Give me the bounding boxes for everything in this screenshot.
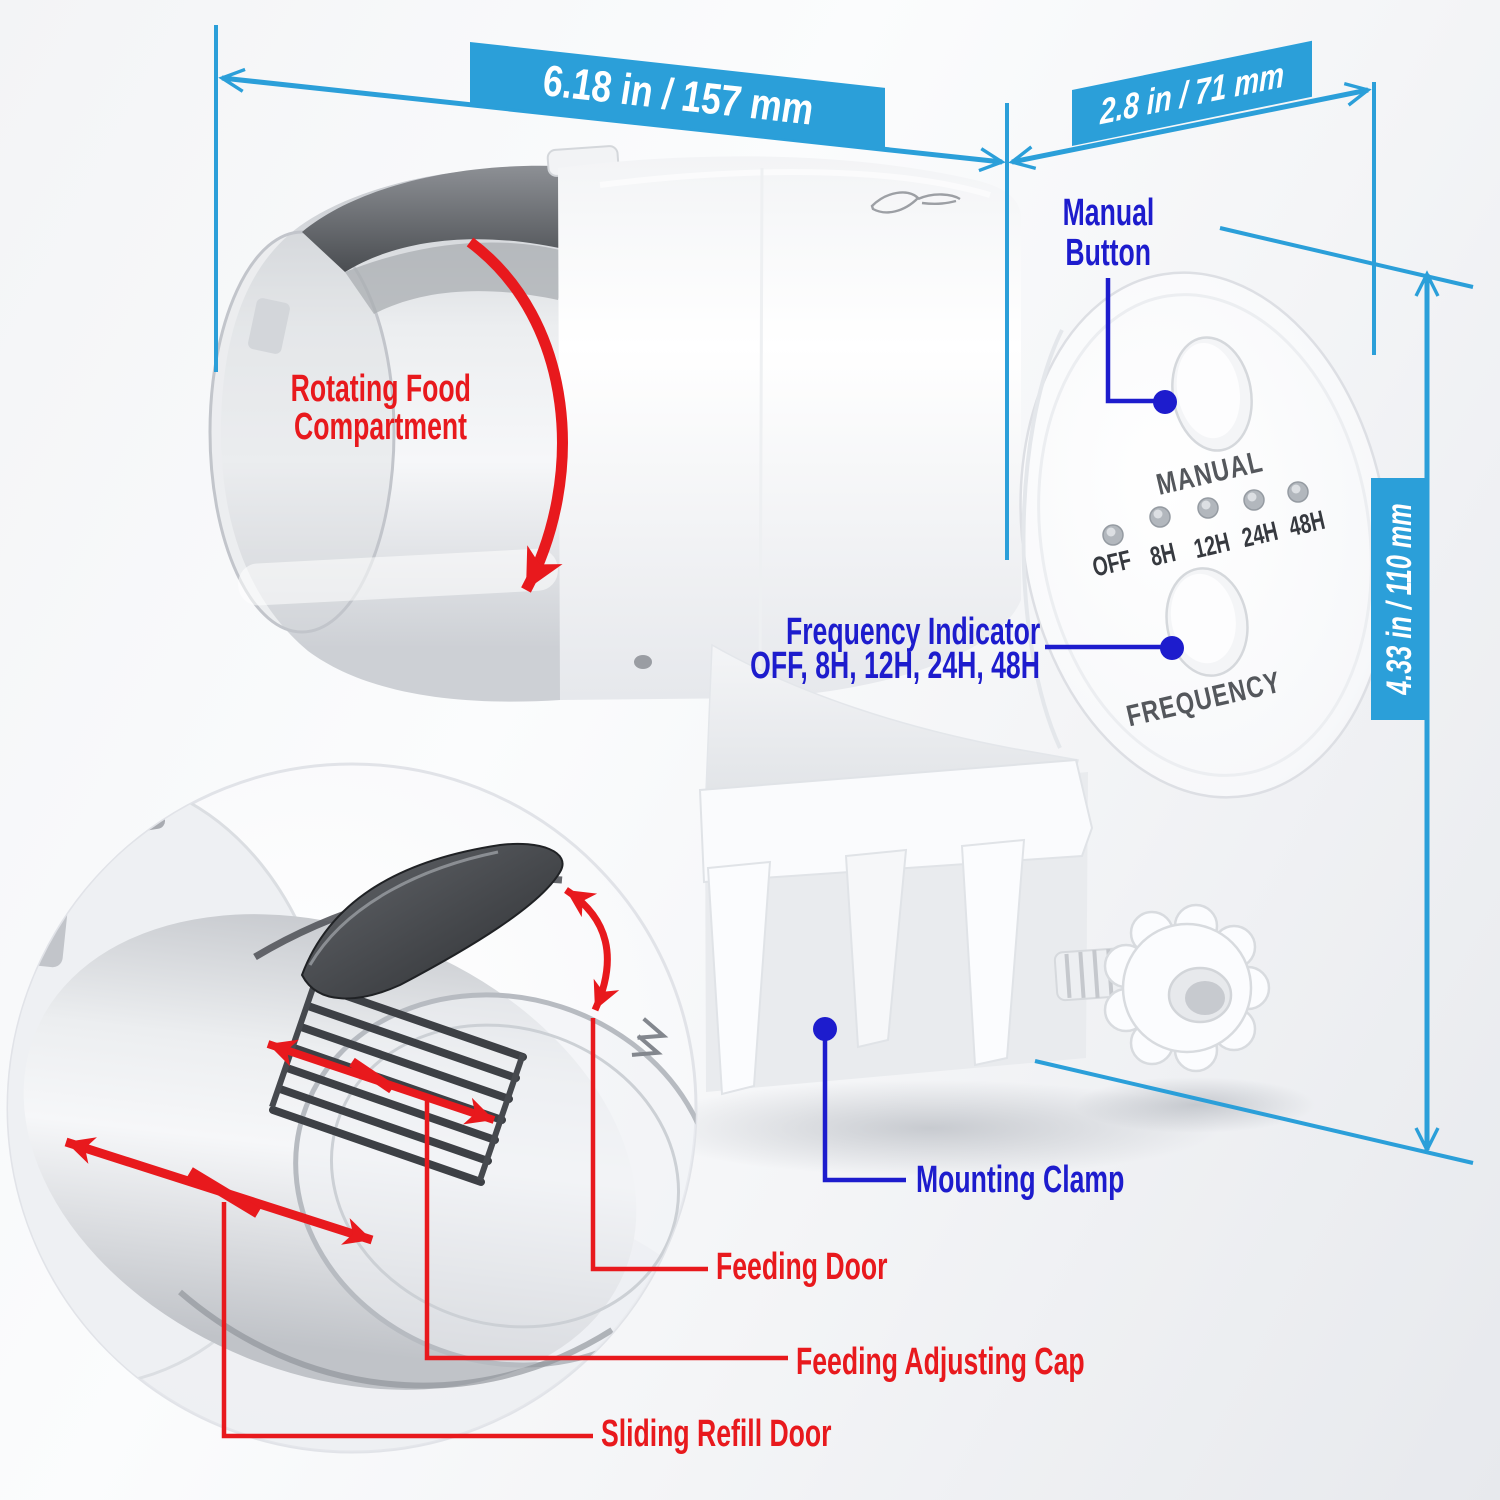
manual-button-label: Manual Button	[1062, 192, 1154, 274]
mounting-clamp-pointer	[822, 1038, 906, 1183]
manual-button-dot	[1153, 390, 1177, 414]
feeding-door-pointer	[590, 1018, 708, 1272]
lid-tab	[248, 298, 290, 354]
clamp-thumbscrew	[1053, 903, 1271, 1073]
height-dimension-text: 4.33 in / 110 mm	[1379, 503, 1419, 695]
face-body-seam	[1021, 329, 1064, 749]
manual-button-pointer	[1105, 278, 1154, 404]
inset-closeup	[6, 762, 698, 1454]
refill-lid	[302, 165, 590, 272]
refill-slide-bar	[187, 1167, 261, 1218]
sliding-refill-door-label: Sliding Refill Door	[601, 1413, 832, 1455]
frequency-led-dots	[1102, 481, 1309, 546]
frequency-indicator-label: Frequency Indicator OFF, 8H, 12H, 24H, 4…	[750, 611, 1040, 687]
inset-bottom-rim	[178, 1289, 614, 1389]
feeder-device	[208, 145, 1391, 1176]
rotating-compartment-label: Rotating Food Compartment	[290, 368, 472, 448]
mounting-clamp-dot	[813, 1017, 837, 1041]
red-motion-arrows	[64, 237, 620, 1245]
adjusting-cap-pointer	[424, 1094, 788, 1361]
grill-frame-right	[477, 1053, 526, 1181]
body-screw-hole	[634, 655, 652, 669]
cyan-dimension-lines	[214, 25, 1474, 1165]
feeding-door-label: Feeding Door	[716, 1246, 888, 1288]
body-top-highlight	[599, 169, 991, 198]
led-8h	[1149, 506, 1171, 528]
clamp-post-mid	[844, 848, 908, 1049]
feeding-door-flap	[300, 842, 564, 1000]
clamp-post-right	[960, 838, 1026, 1067]
mounting-clamp-label: Mounting Clamp	[916, 1159, 1125, 1201]
frequency-dot	[1160, 636, 1184, 660]
red-callout-lines	[221, 1018, 788, 1439]
brand-logo	[870, 191, 961, 214]
frequency-button	[1165, 567, 1249, 677]
depth-dimension-line	[1008, 81, 1372, 171]
device-shadow	[640, 1080, 1220, 1176]
refill-door-pointer	[221, 1202, 593, 1439]
body-seam	[758, 167, 764, 699]
rotation-arrow	[466, 237, 568, 593]
feeder-body	[558, 156, 1022, 701]
manual-button	[1171, 336, 1253, 452]
height-dimension-banner: 4.33 in / 110 mm	[1371, 478, 1428, 720]
feeding-adjusting-cap-label: Feeding Adjusting Cap	[796, 1341, 1085, 1383]
blue-callout-lines	[813, 278, 1184, 1183]
compartment-highlight	[238, 548, 558, 606]
led-24h	[1243, 489, 1265, 511]
clamp-post-left	[706, 860, 772, 1096]
led-48h	[1287, 481, 1309, 503]
height-ext-bottom	[1034, 1059, 1474, 1165]
led-off	[1102, 524, 1124, 546]
refill-lid-lower	[345, 242, 568, 314]
door-swing-arrow	[564, 887, 620, 1012]
led-12h	[1197, 497, 1219, 519]
thumbscrew-knob	[1103, 903, 1271, 1073]
molded-arrow-icon	[631, 1017, 669, 1057]
mounting-clamp	[698, 758, 1094, 1096]
adjust-slide-bar	[349, 1057, 395, 1094]
knob-shadow	[1075, 1077, 1315, 1133]
flap-edge-highlight	[308, 850, 499, 966]
